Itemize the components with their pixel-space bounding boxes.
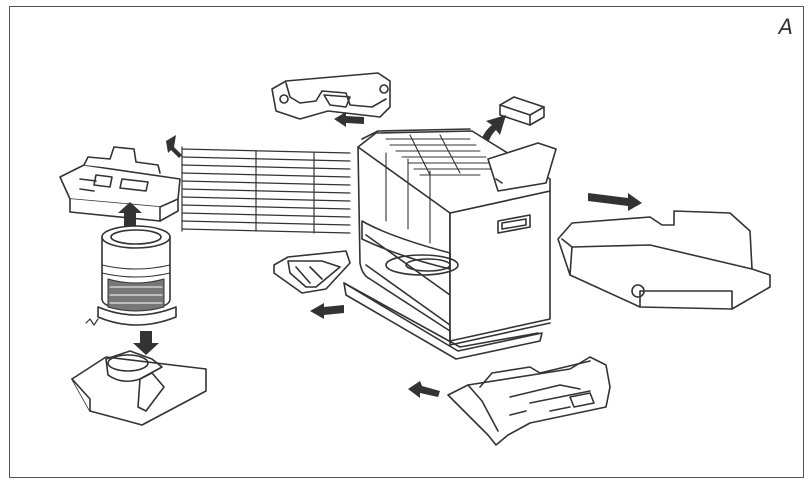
top-cover-arrow-icon xyxy=(334,112,364,127)
exploded-heater-diagram xyxy=(59,72,771,446)
burner-base-tray xyxy=(71,350,207,426)
grille-arrow-icon xyxy=(166,135,182,158)
front-grille xyxy=(181,146,351,234)
top-cover xyxy=(271,72,391,120)
burner-cover xyxy=(59,146,181,222)
base-tray xyxy=(447,356,611,446)
drip-tray xyxy=(273,250,351,294)
side-panel-arrow-icon xyxy=(588,193,642,211)
figure-label: A xyxy=(778,15,793,39)
cartridge-lid xyxy=(499,96,545,126)
up-arrow-icon xyxy=(118,202,142,229)
figure-frame: A xyxy=(9,6,804,478)
drip-tray-arrow-icon xyxy=(310,303,344,319)
burner-cylinder xyxy=(85,225,177,326)
side-panel xyxy=(557,210,771,310)
down-arrow-icon xyxy=(133,331,159,355)
heater-body xyxy=(343,128,557,360)
base-tray-arrow-icon xyxy=(408,381,440,398)
